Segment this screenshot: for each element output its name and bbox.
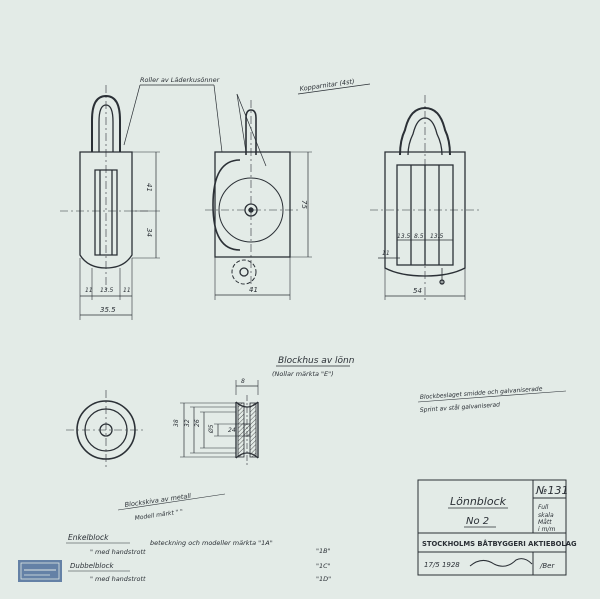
scale-line-1: Full: [538, 504, 549, 511]
dim-11-c: 11: [382, 250, 390, 257]
dim-35-5: 35.5: [100, 306, 116, 314]
signature-initials: /Ber: [539, 562, 555, 570]
dim-75: 75: [300, 200, 308, 209]
dim-32: 32: [184, 419, 191, 427]
dim-13-5-b: 13.5: [430, 233, 444, 240]
callout-skiva-2: Modell märkt " ": [134, 508, 183, 522]
sheet-number: №131: [535, 484, 568, 497]
title-block: [417, 479, 567, 576]
dim-38: 38: [173, 419, 180, 427]
callout-beslag-1: Blockbeslaget smidde och galvaniserade: [420, 385, 543, 401]
callout-blockhus-2: (Nollar märkta "E"): [272, 370, 334, 378]
dim-8-5: 8.5: [414, 233, 424, 240]
dim-11-a: 11: [85, 287, 93, 294]
drawing-title: Lönnblock: [450, 495, 507, 508]
signature-mark: [469, 558, 533, 567]
model-table: Enkelblock beteckning och modeller märkt…: [66, 533, 331, 583]
table-row-1-left: " med handstrott: [90, 548, 146, 556]
dim-d5: Ø5: [208, 424, 215, 434]
sheave-front-view: [66, 390, 146, 470]
table-row-3-mark: "1D": [316, 575, 331, 583]
dim-11-b: 11: [123, 287, 131, 294]
drawing-date: 17/5 1928: [424, 561, 460, 569]
dim-26: 26: [194, 419, 201, 427]
table-header-right: beteckning och modeller märkta "1A": [150, 539, 273, 547]
dim-34: 34: [145, 228, 153, 237]
scale-line-2: skala: [538, 512, 554, 519]
callout-kopparnitar: Kopparnitar (4st): [299, 77, 355, 93]
dim-41-b: 41: [249, 286, 258, 294]
company-name: STOCKHOLMS BÅTBYGGERI AKTIEBOLAG: [422, 539, 577, 548]
callout-blockhus-1: Blockhus av lönn: [278, 356, 355, 366]
dim-8: 8: [241, 378, 245, 385]
archive-stamp: [18, 560, 62, 582]
dim-24: 24: [228, 427, 236, 434]
drawing-number: No 2: [466, 516, 489, 527]
end-view: [370, 95, 480, 300]
sheave-section-view: [180, 380, 259, 465]
table-row-1-mark: "1B": [316, 547, 331, 555]
dim-54: 54: [413, 287, 422, 295]
side-view: [205, 93, 312, 300]
dim-13-5-a: 13.5: [397, 233, 411, 240]
front-view: [60, 85, 160, 320]
callout-beslag-2: Sprint av stål galvaniserad: [420, 401, 501, 414]
table-header-left: Enkelblock: [68, 533, 109, 542]
dim-13-5: 13.5: [100, 287, 114, 294]
table-row-2-mark: "1C": [316, 562, 331, 570]
dim-41: 41: [145, 183, 153, 192]
callout-roller: Roller av Läderkusönner: [140, 76, 221, 84]
scale-line-4: i m/m: [538, 526, 555, 533]
table-row-3-left: " med handstrott: [90, 575, 146, 583]
table-row-2-left: Dubbelblock: [70, 562, 114, 570]
scale-line-3: Mått: [538, 519, 552, 526]
